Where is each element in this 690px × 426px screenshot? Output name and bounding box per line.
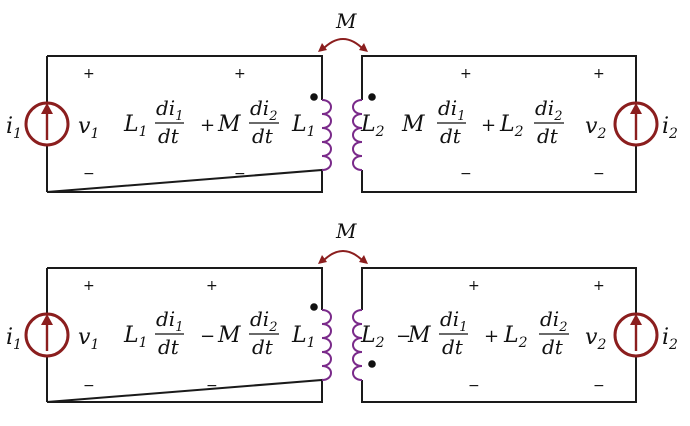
top-left-expr-plus: + [234,66,246,82]
top-coil-l2 [352,99,363,171]
bottom-coil-l1 [321,309,332,381]
top-i1-label: i1 [6,114,22,142]
bottom-l2-label: L2 [360,323,385,351]
top-right-source-arrowhead [630,103,642,114]
top-left-source-arrowhead [41,103,53,114]
bottom-circuit: M i1 v1 + − + − L1 di1 dt − M di2 [6,219,678,403]
bottom-coupling-arc [321,250,365,263]
bottom-right-coef1: M [407,323,431,348]
bottom-i2-label: i2 [662,325,678,353]
top-left-coef2: M [217,112,241,137]
bottom-right-lead-sign: − [396,326,411,347]
bottom-i1-label: i1 [6,325,22,353]
top-right-coef2: L2 [499,112,524,140]
top-right-num2: di2 [535,96,562,124]
top-right-num1: di1 [438,96,465,124]
top-dot-l1 [310,93,318,101]
top-left-coef1: L1 [123,112,148,140]
top-left-num1: di1 [156,96,183,124]
top-dot-l2 [368,93,376,101]
top-left-op: + [200,115,215,136]
bottom-right-den2: dt [542,335,564,359]
bottom-right-den1: dt [442,335,464,359]
bottom-coil-l2 [352,309,363,381]
bottom-right-num1: di1 [440,307,467,335]
bottom-dot-l2 [368,360,376,368]
top-left-expr-minus: − [234,166,246,182]
bottom-left-coef1: L1 [123,323,148,351]
bottom-v1-label: v1 [78,325,99,353]
bottom-right-num2: di2 [540,307,567,335]
bottom-v1-minus: − [83,378,95,394]
top-v2-plus: + [593,66,605,82]
top-left-expression: L1 di1 dt + M di2 dt [123,96,279,148]
top-l1-label: L1 [291,112,316,140]
top-coupling-arc [321,38,365,51]
bottom-v1-plus: + [83,278,95,294]
top-coupling-arrowhead-left [318,43,327,52]
bottom-right-op: + [484,326,499,347]
bottom-v2-label: v2 [585,325,606,353]
top-right-coef1: M [401,112,425,137]
bottom-left-expr-plus: + [206,278,218,294]
top-circuit: M i1 v1 + − + − L1 [6,9,678,193]
top-right-expression: M di1 dt + L2 di2 dt [401,96,564,148]
bottom-dot-l1 [310,303,318,311]
top-right-expr-plus: + [460,66,472,82]
bottom-left-den1: dt [158,335,180,359]
top-right-den2: dt [537,124,559,148]
top-right-expr-minus: − [460,166,472,182]
bottom-v2-plus: + [593,278,605,294]
bottom-left-source-arrowhead [41,314,53,325]
bottom-coupling-label: M [335,219,357,243]
bottom-right-source-arrowhead [630,314,642,325]
bottom-right-expression: − M di1 dt + L2 di2 dt [396,307,569,359]
bottom-left-den2: dt [252,335,274,359]
bottom-left-op: − [200,326,215,347]
bottom-right-expr-minus: − [468,378,480,394]
top-left-num2: di2 [250,96,277,124]
top-i2-label: i2 [662,114,678,142]
bottom-coupling-arrowhead-right [359,255,368,264]
bottom-right-expr-plus: + [468,278,480,294]
top-left-den1: dt [158,124,180,148]
bottom-l1-label: L1 [291,323,316,351]
bottom-left-expression: L1 di1 dt − M di2 dt [123,307,279,359]
bottom-left-num1: di1 [156,307,183,335]
top-v1-plus: + [83,66,95,82]
bottom-right-coef2: L2 [503,323,528,351]
bottom-left-num2: di2 [250,307,277,335]
top-v1-label: v1 [78,114,99,142]
top-v2-label: v2 [585,114,606,142]
top-right-op: + [481,115,496,136]
top-coupling-arrowhead-right [359,43,368,52]
bottom-left-loop-wire [46,267,323,403]
top-v2-minus: − [593,166,605,182]
bottom-left-coef2: M [217,323,241,348]
bottom-left-expr-minus: − [206,378,218,394]
bottom-v2-minus: − [593,378,605,394]
top-right-den1: dt [440,124,462,148]
top-left-den2: dt [252,124,274,148]
top-coupling-label: M [335,9,357,33]
top-left-loop-wire [46,55,323,193]
top-v1-minus: − [83,166,95,182]
bottom-coupling-arrowhead-left [318,255,327,264]
top-l2-label: L2 [360,112,385,140]
top-coil-l1 [321,99,332,171]
